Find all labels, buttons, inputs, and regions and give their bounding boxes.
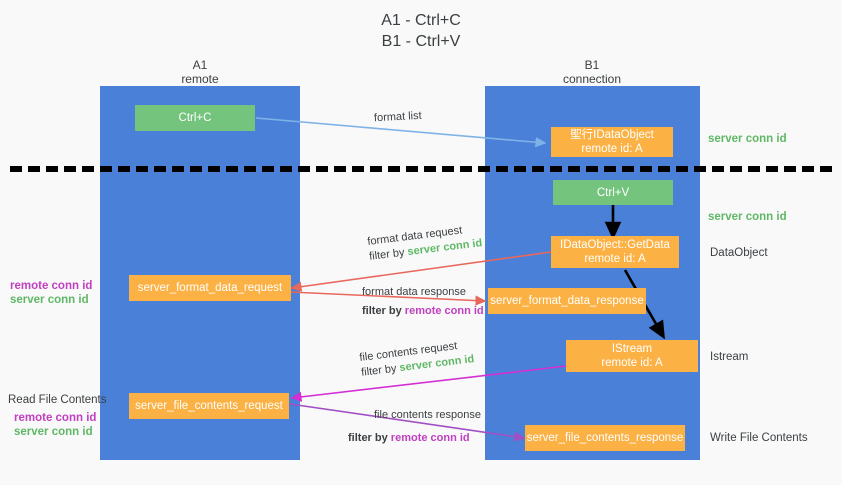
node-istream-label: IStream [611,343,653,355]
lane-header-b1: B1 connection [502,58,682,86]
node-server-format-data-response-label: server_format_data_response [490,295,644,307]
node-server-file-contents-request-label: server_file_contents_request [135,400,283,412]
edge-label-file-contents-response-filter-value: remote conn id [390,432,470,444]
edge-label-file-contents-response: file contents response filter by remote … [348,408,482,446]
lane-b1-sub: connection [562,72,622,86]
edge-label-format-data-request-filter-prefix: filter by [368,246,409,263]
node-ctrl-v-label: Ctrl+V [596,186,630,199]
edge-label-file-contents-request: file contents request filter by server c… [359,337,476,381]
node-istream[interactable]: IStream remote id: A [566,340,698,372]
edge-label-format-data-response-line2: filter by remote conn id [362,304,484,319]
node-server-file-contents-response-label: server_file_contents_response [526,432,684,444]
right-label-istream: Istream [710,351,749,363]
right-label-server-conn-id-1: server conn id [708,133,787,145]
lane-b1-name: B1 [584,58,600,72]
node-ctrl-v[interactable]: Ctrl+V [553,180,673,205]
node-idataobject-top[interactable]: 堲行IDataObject remote id: A [551,127,673,157]
left-label-remote-conn-id-1: remote conn id [10,280,93,292]
lane-a1-name: A1 [192,58,208,72]
title-line-1: A1 - Ctrl+C [381,12,461,29]
edge-label-file-contents-response-line2: filter by remote conn id [348,431,481,446]
node-ctrl-c-label: Ctrl+C [178,112,212,124]
edge-label-format-data-response: format data response filter by remote co… [362,285,484,319]
edge-label-file-contents-request-filter-prefix: filter by [360,362,401,379]
edge-label-format-list: format list [373,109,422,125]
edge-label-format-data-request: format data request filter by server con… [367,221,484,265]
right-label-server-conn-id-2: server conn id [708,211,787,223]
node-idataobject-top-label: 堲行IDataObject [570,129,654,141]
node-server-format-data-response[interactable]: server_format_data_response [488,288,646,314]
node-idataobject-top-subtitle: remote id: A [581,143,643,155]
left-label-group-file: remote conn id server conn id [14,411,96,439]
edge-label-format-data-response-filter-prefix: filter by [362,305,405,317]
right-label-write-file-contents: Write File Contents [710,432,808,444]
node-server-format-data-request-label: server_format_data_request [137,282,283,294]
left-label-server-conn-id-2: server conn id [14,426,93,438]
edge-label-file-contents-response-filter-prefix: filter by [348,432,391,444]
lane-header-a1: A1 remote [110,58,290,86]
edge-label-format-data-response-filter-value: remote conn id [404,305,484,317]
diagram-title: A1 - Ctrl+C B1 - Ctrl+V [0,10,842,52]
lane-a1-sub: remote [181,72,219,86]
left-label-server-conn-id-1: server conn id [10,294,89,306]
node-ctrl-c[interactable]: Ctrl+C [135,105,255,131]
node-idataobject-getdata[interactable]: IDataObject::GetData remote id: A [551,236,679,268]
edge-label-format-data-response-line1: format data response [362,286,466,298]
node-idataobject-getdata-label: IDataObject::GetData [560,239,670,251]
node-istream-subtitle: remote id: A [601,357,663,369]
edge-label-file-contents-response-line1: file contents response [374,409,482,421]
left-label-group-format: remote conn id server conn id [10,279,92,307]
left-label-read-file-contents: Read File Contents [8,394,107,406]
node-server-file-contents-request[interactable]: server_file_contents_request [129,393,289,419]
dashed-divider [10,166,832,172]
left-label-remote-conn-id-2: remote conn id [14,412,97,424]
right-label-dataobject: DataObject [710,247,768,259]
node-idataobject-getdata-subtitle: remote id: A [584,253,646,265]
title-line-2: B1 - Ctrl+V [381,33,461,50]
node-server-format-data-request[interactable]: server_format_data_request [129,275,291,301]
node-server-file-contents-response[interactable]: server_file_contents_response [525,425,685,451]
